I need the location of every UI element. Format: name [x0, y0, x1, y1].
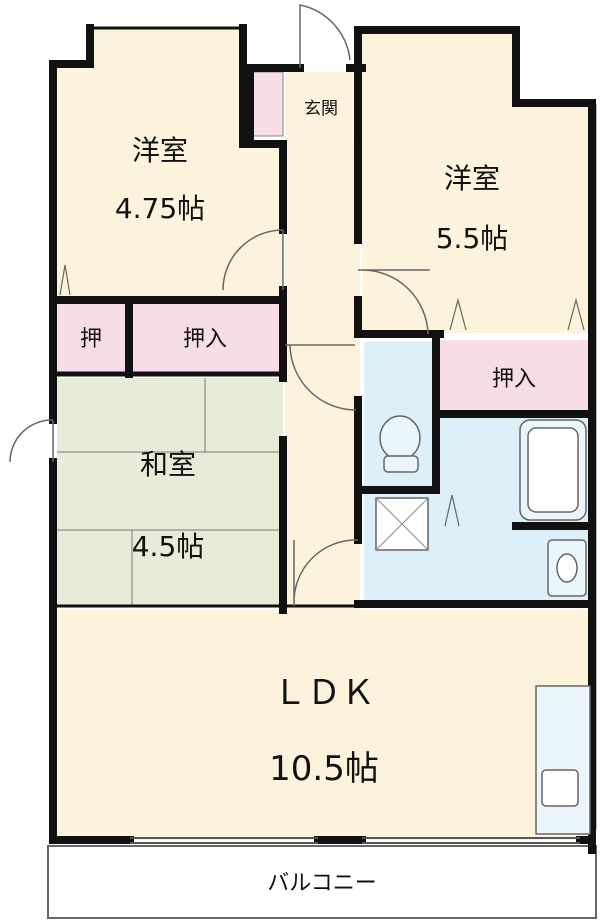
closet-left-floor	[133, 302, 283, 372]
ldk-floor	[57, 610, 590, 840]
japanese-room-size: 4.5帖	[132, 530, 205, 563]
western-room-2-door	[358, 269, 430, 335]
closet-small-label: 押	[80, 327, 102, 352]
western-room-1-name: 洋室	[132, 134, 188, 167]
entrance-floor	[285, 72, 353, 142]
closet-small-floor	[57, 302, 125, 372]
japanese-room-floor	[57, 378, 283, 606]
closet-right-label: 押入	[492, 367, 536, 392]
japanese-room-door	[285, 344, 357, 411]
ldk-size: 10.5帖	[269, 749, 379, 789]
western-room-1-door	[222, 229, 284, 291]
kitchen-counter	[535, 685, 591, 835]
entrance-door	[299, 4, 351, 68]
toilet-icon	[379, 415, 421, 461]
entrance-label: 玄関	[304, 99, 338, 119]
corridor-floor	[285, 140, 360, 610]
balcony-floor	[47, 845, 597, 919]
ldk-door	[293, 539, 359, 606]
kitchen-sink	[541, 769, 579, 807]
ldk-name: ＬＤＫ	[273, 673, 375, 713]
closet-left-label: 押入	[183, 327, 227, 352]
japanese-room-name: 和室	[140, 448, 196, 481]
western-room-1-floor	[57, 28, 283, 300]
western-room-2-name: 洋室	[444, 162, 500, 195]
western-room-1-size: 4.75帖	[115, 192, 205, 225]
closet-right-floor	[440, 340, 590, 410]
western-room-2-size: 5.5帖	[436, 222, 509, 255]
shoe-box	[252, 71, 284, 137]
toilet-tank	[383, 455, 419, 473]
japanese-room-window-door	[9, 419, 54, 463]
balcony-label: バルコニー	[267, 871, 377, 896]
